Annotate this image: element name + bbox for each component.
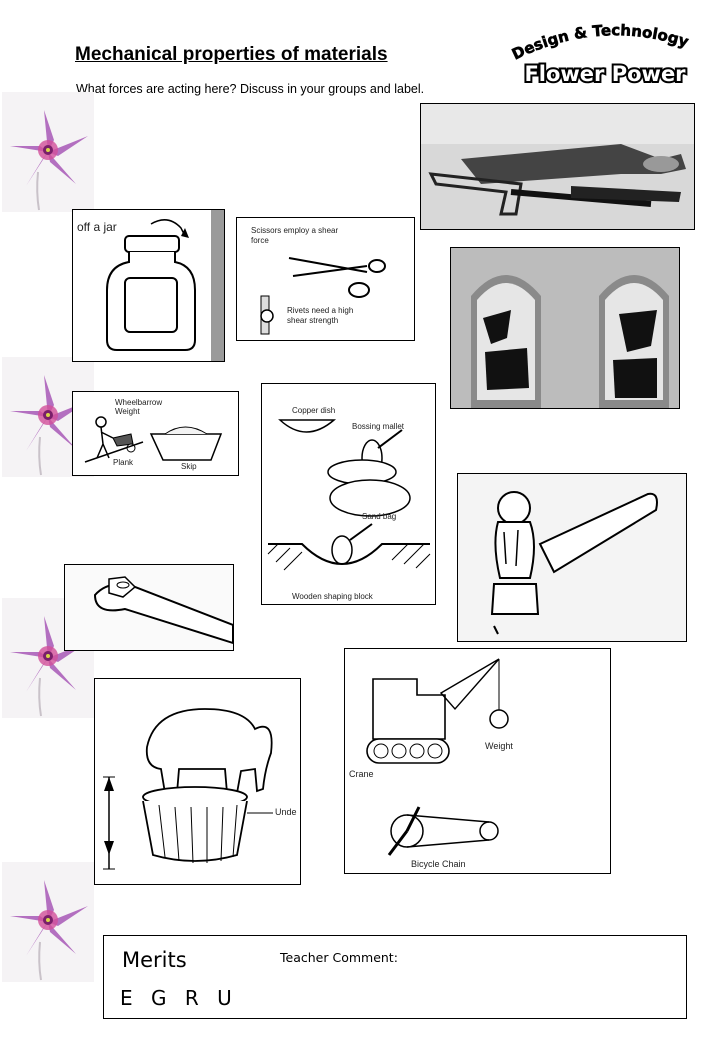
merits-title: Merits (122, 948, 187, 972)
bicycle-chain-label: Bicycle Chain (411, 859, 466, 869)
rivets-label-1: Rivets need a high (287, 306, 354, 315)
weight-label: Weight (115, 407, 140, 416)
sand-bag-label: Sand bag (362, 512, 397, 521)
broken-windows-photo (450, 247, 680, 409)
page-title: Mechanical properties of materials (75, 44, 388, 65)
scissors-rivets-drawing: Scissors employ a shear force Rivets nee… (236, 217, 415, 341)
elephant-stool-drawing: Unde (94, 678, 301, 885)
skip-label: Skip (181, 462, 197, 471)
jar-caption: off a jar (77, 220, 117, 234)
plank-label: Plank (113, 458, 134, 467)
logo-line2: Flower Power (524, 62, 686, 86)
scissors-label-2: force (251, 236, 269, 245)
merits-grades: E G R U (120, 986, 238, 1010)
wheelbarrow-drawing: Wheelbarrow Weight Plank Skip (72, 391, 239, 476)
rivets-label-2: shear strength (287, 316, 339, 325)
wheelbarrow-label: Wheelbarrow (115, 398, 163, 407)
merits-box: Merits E G R U Teacher Comment: (103, 935, 687, 1019)
logo-line1: Design & Technology (509, 21, 691, 64)
scissors-label-1: Scissors employ a shear (251, 226, 339, 235)
spanner-drawing (64, 564, 234, 651)
flower-decoration (2, 862, 94, 982)
crane-bicycle-chain-drawing: Weight Crane Bicycle Chain (344, 648, 611, 874)
design-technology-logo: Design & Technology Flower Power (500, 10, 710, 90)
page-instructions: What forces are acting here? Discuss in … (76, 82, 425, 96)
copper-dish-bossing-drawing: Copper dish Bossing mallet Sand bag Wood… (261, 383, 436, 605)
flower-decoration (2, 92, 94, 212)
jar-drawing: off a jar (72, 209, 225, 362)
copper-dish-label: Copper dish (292, 406, 336, 415)
elephant-caption: Unde (275, 807, 297, 817)
svg-text:Design & Technology: Design & Technology (509, 21, 691, 63)
bossing-mallet-label: Bossing mallet (352, 422, 405, 431)
wooden-block-label: Wooden shaping block (292, 592, 373, 601)
saw-tools-photo (420, 103, 695, 230)
crane-weight-label: Weight (485, 741, 513, 751)
hammer-drawing (457, 473, 687, 642)
teacher-comment-label: Teacher Comment: (280, 950, 398, 965)
crane-label: Crane (349, 769, 374, 779)
